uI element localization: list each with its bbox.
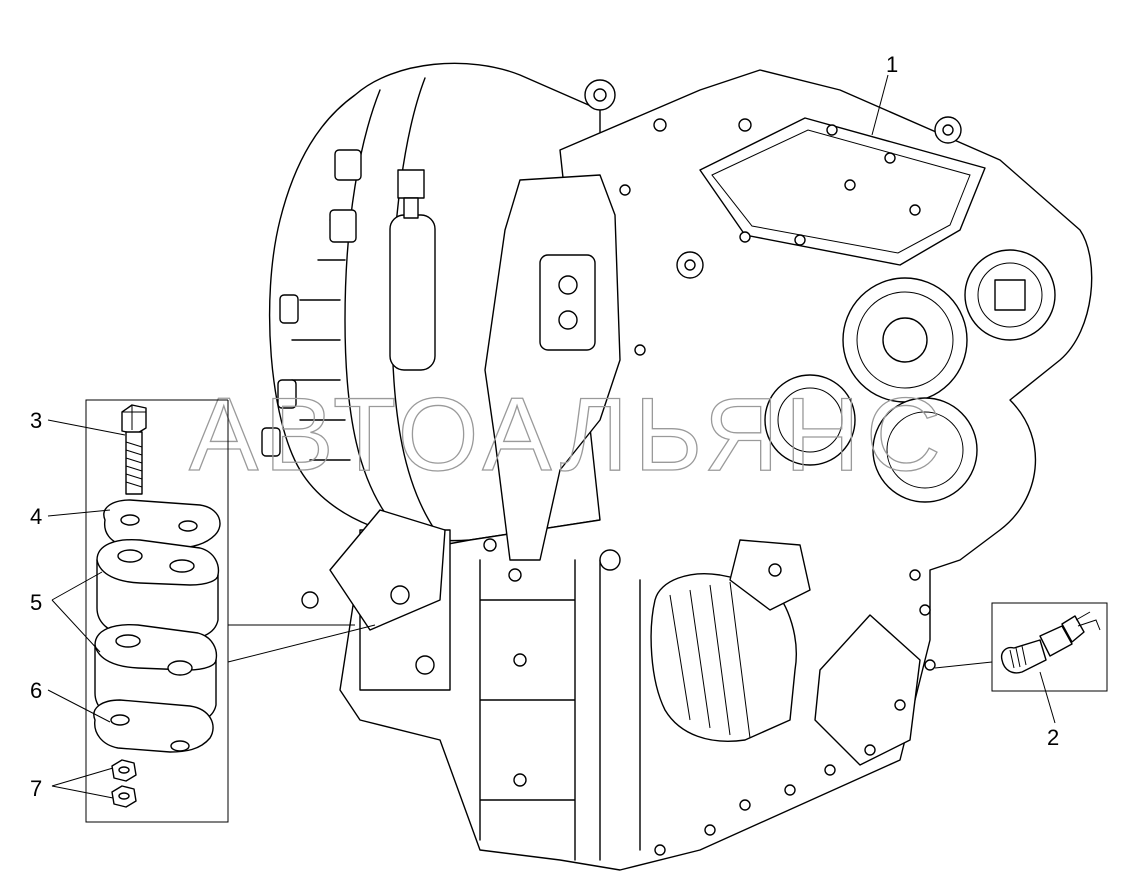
sensor-detail-group (934, 602, 1108, 692)
lower-washer-plate (93, 699, 214, 753)
pressure-sensor (1000, 611, 1101, 674)
mount-parts-group (85, 399, 376, 823)
sensor-leader (934, 661, 993, 669)
callout-leaders (47, 74, 1056, 799)
transmission-assembly (261, 62, 1093, 871)
callout-5: 5 (30, 590, 42, 615)
callout-2: 2 (1047, 725, 1059, 750)
callout-3: 3 (30, 408, 42, 433)
bolts (301, 118, 936, 856)
mount-bolt (121, 404, 147, 495)
watermark-text: АВТОАЛЬЯНС (189, 377, 947, 493)
hex-nut-lower (111, 785, 137, 808)
rubber-cushion-upper (96, 538, 220, 641)
callout-6: 6 (30, 678, 42, 703)
callout-7: 7 (30, 776, 42, 801)
callout-4: 4 (30, 504, 42, 529)
callout-1: 1 (886, 52, 898, 77)
hex-nut-upper (111, 759, 137, 782)
group-leader-lower (227, 624, 376, 663)
